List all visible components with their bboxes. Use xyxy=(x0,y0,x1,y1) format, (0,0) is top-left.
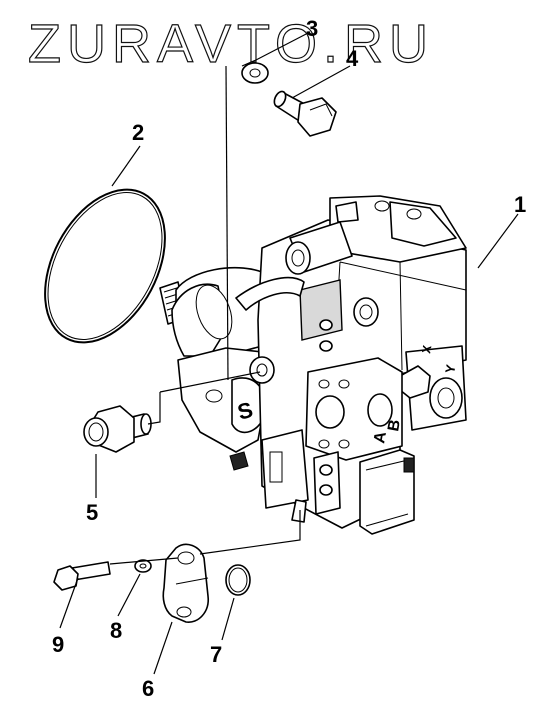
callout-9: 9 xyxy=(52,632,64,657)
hex-fitting xyxy=(83,405,152,453)
bolt-lower xyxy=(53,561,111,591)
hydraulic-motor-assembly: S X Y A B xyxy=(159,195,467,535)
watermark-text: ZURAVTO.RU xyxy=(28,14,434,74)
callout-3: 3 xyxy=(306,16,318,41)
o-ring-small xyxy=(225,564,251,596)
washer-top xyxy=(241,62,269,84)
port-s-marking: S xyxy=(235,397,256,425)
callout-4: 4 xyxy=(346,46,359,71)
callout-5: 5 xyxy=(86,500,98,525)
port-x-marking: X xyxy=(419,344,434,354)
leader-lines xyxy=(59,31,519,675)
washer-lower xyxy=(134,559,152,573)
callout-8: 8 xyxy=(110,618,122,643)
port-b-marking: B xyxy=(385,418,404,432)
o-ring-large xyxy=(44,188,166,344)
port-a-marking: A xyxy=(371,430,390,445)
callout-6: 6 xyxy=(142,676,154,701)
bolt-top xyxy=(273,90,337,137)
callout-2: 2 xyxy=(132,120,144,145)
callout-labels: 1 2 3 4 5 6 7 8 9 xyxy=(52,16,526,701)
callout-1: 1 xyxy=(514,192,526,217)
callout-7: 7 xyxy=(210,642,222,667)
port-y-marking: Y xyxy=(442,363,458,374)
split-flange xyxy=(162,543,209,623)
